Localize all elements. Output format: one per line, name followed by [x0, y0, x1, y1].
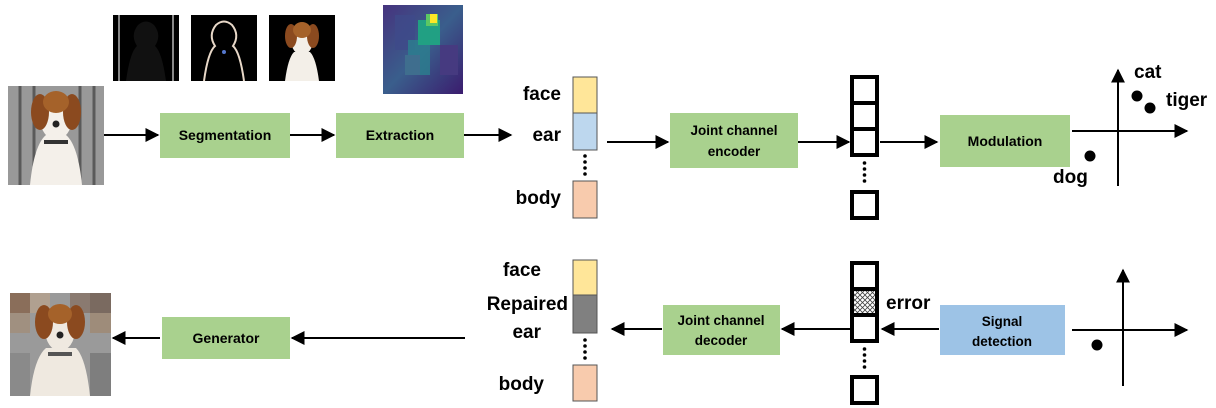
- constellation-cat-label: cat: [1134, 62, 1162, 83]
- modulation-box: Modulation: [940, 115, 1070, 167]
- error-code-cell: [850, 287, 879, 317]
- body-token-block: [572, 180, 598, 219]
- segmentation-box: Segmentation: [160, 113, 290, 158]
- face-token-block: [572, 76, 598, 114]
- decoder-label-line2: decoder: [695, 333, 748, 348]
- repaired-label-line1: Repaired: [487, 294, 568, 315]
- extraction-label: Extraction: [366, 127, 434, 143]
- ear-token-block: [572, 112, 598, 151]
- constellation-plot-top: cat tiger dog: [1053, 62, 1208, 188]
- generator-label: Generator: [193, 330, 260, 346]
- token-ellipsis-dots: [583, 154, 587, 176]
- segmented-dog-image: [269, 15, 335, 81]
- constellation-tiger-label: tiger: [1166, 90, 1208, 111]
- error-label: error: [886, 293, 931, 314]
- token-body-label: body: [516, 188, 562, 209]
- generator-box: Generator: [162, 317, 290, 359]
- encoder-label-line2: encoder: [708, 144, 761, 159]
- segmentation-label: Segmentation: [179, 127, 272, 143]
- input-dog-image: [8, 86, 104, 185]
- token-face-label: face: [523, 84, 561, 105]
- signal-label-line1: Signal: [982, 314, 1023, 329]
- modulation-label: Modulation: [968, 133, 1043, 149]
- joint-channel-encoder-box: Joint channel encoder: [670, 113, 798, 168]
- segmentation-mask-image: [113, 15, 179, 81]
- decoder-label-line1: Joint channel: [677, 313, 764, 328]
- constellation-plot-bottom: [1072, 268, 1189, 386]
- token-ear-label: ear: [532, 125, 561, 146]
- bottom-body-label: body: [499, 374, 545, 395]
- output-dog-image: [10, 293, 111, 396]
- outline-mask-image: [191, 15, 257, 82]
- channel-code-column-bottom: [850, 261, 879, 405]
- bottom-face-label: face: [503, 260, 541, 281]
- repaired-ear-token-block: [572, 294, 598, 334]
- joint-channel-decoder-box: Joint channel decoder: [663, 305, 780, 355]
- channel-code-column-top: [850, 75, 879, 220]
- signal-detection-box: Signal detection: [940, 305, 1065, 355]
- feature-heatmap-image: [383, 5, 463, 94]
- token-ellipsis-dots-bottom: [583, 338, 587, 360]
- constellation-dog-label: dog: [1053, 167, 1088, 188]
- extraction-box: Extraction: [336, 113, 464, 158]
- encoder-label-line1: Joint channel: [690, 123, 777, 138]
- face-token-block-bottom: [572, 259, 598, 296]
- repaired-label-line2: ear: [512, 322, 541, 343]
- body-token-block-bottom: [572, 364, 598, 402]
- signal-label-line2: detection: [972, 334, 1032, 349]
